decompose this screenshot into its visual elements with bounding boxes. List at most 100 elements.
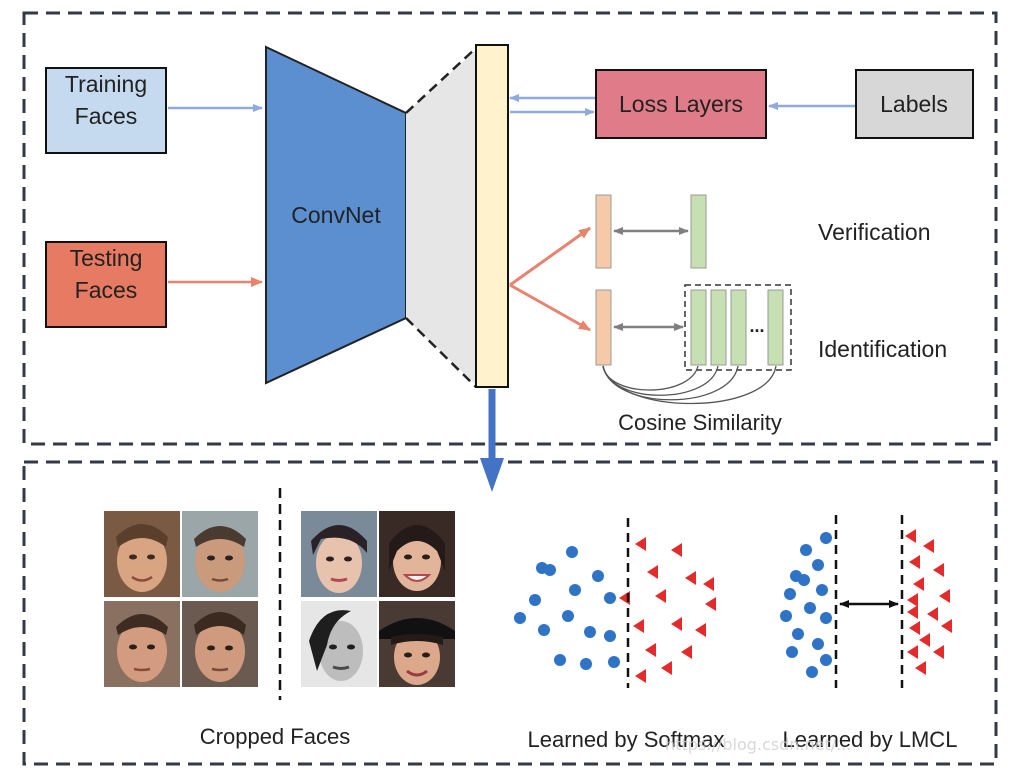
face-thumbnail [104,601,180,687]
red-class-point [655,589,666,603]
red-class-point [907,645,918,659]
blue-class-point [792,628,804,640]
red-class-point [909,555,920,569]
blue-class-point [536,562,548,574]
red-class-point [635,537,646,551]
gallery-vector [690,289,707,366]
red-class-point [927,607,938,621]
face-thumbnail [182,511,258,597]
red-class-point [633,619,644,633]
blue-class-point [566,546,578,558]
blue-class-point [804,602,816,614]
blue-class-point [554,654,566,666]
red-class-point [933,563,944,577]
verification-label: Verification [818,219,931,245]
lmcl-scatter [780,529,952,678]
blue-class-point [608,656,620,668]
red-class-point [907,605,918,619]
red-class-point [909,621,920,635]
projection-bottom-edge [405,317,477,388]
blue-class-point [784,588,796,600]
blue-class-point [538,624,550,636]
red-class-point [915,661,926,675]
watermark: https://blog.csdn.net/... [665,735,851,754]
red-class-point [681,645,692,659]
red-class-point [939,589,950,603]
blue-class-point [800,544,812,556]
red-class-point [933,645,944,659]
convnet-label: ConvNet [291,202,381,228]
face-thumbnail [379,511,455,597]
labels-box [855,69,974,139]
red-class-point [941,619,952,633]
red-class-point [635,669,646,683]
training-faces-box [45,67,167,154]
blue-class-point [604,630,616,642]
blue-class-point [562,610,574,622]
red-class-point [661,661,672,675]
blue-class-point [816,584,828,596]
verification-probe-vector [595,194,612,269]
blue-class-point [820,612,832,624]
cosine-similarity-label: Cosine Similarity [618,410,782,435]
blue-class-point [780,610,792,622]
to-verification-arrow [509,226,591,287]
gallery-ellipsis: ... [749,316,764,336]
lmcl-caption: Learned by LMCL [783,727,958,752]
blue-class-point [812,638,824,650]
blue-class-point [786,646,798,658]
blue-class-point [514,612,526,624]
red-class-point [705,597,716,611]
cosine-similarity-curves [602,365,777,405]
red-class-point [671,543,682,557]
to-identification-arrow [509,283,591,332]
red-class-point [923,539,934,553]
blue-class-point [812,559,824,571]
face-thumbnail [301,601,377,687]
red-class-point [647,565,658,579]
blue-class-point [806,666,818,678]
face-thumbnail [182,601,258,687]
softmax-scatter [514,537,716,683]
blue-class-point [584,626,596,638]
face-thumbnail [104,511,180,597]
blue-class-point [820,654,832,666]
top-panel [22,11,998,446]
blue-class-point [529,594,541,606]
feature-vector [475,44,509,388]
blue-class-point [592,570,604,582]
red-class-point [671,617,682,631]
projection-shape [406,50,476,385]
gallery-group-box [684,284,792,371]
bottom-panel [22,460,998,766]
cropped-faces-caption: Cropped Faces [200,724,350,749]
red-class-point [907,593,918,607]
red-class-point [905,529,916,543]
blue-class-point [820,532,832,544]
identification-probe-vector [595,289,612,366]
labels-label: Labels [880,91,948,117]
identification-label: Identification [818,336,947,362]
blue-class-point [580,658,592,670]
face-thumbnail [379,601,455,687]
red-class-point [703,577,714,591]
testing-faces-box [45,241,167,328]
red-class-point [913,577,924,591]
softmax-caption: Learned by Softmax [528,727,725,752]
gallery-vector [767,289,784,366]
blue-class-point [569,584,581,596]
blue-class-point [604,592,616,604]
feature-output-arrowhead [480,458,504,492]
verification-gallery-vector [690,194,707,269]
gallery-vector [710,289,727,366]
red-class-point [645,643,656,657]
blue-class-point [798,574,810,586]
red-class-point [919,633,930,647]
loss-layers-label: Loss Layers [619,91,743,117]
red-class-point [685,571,696,585]
face-thumbnail [301,511,377,597]
gallery-vector [730,289,747,366]
